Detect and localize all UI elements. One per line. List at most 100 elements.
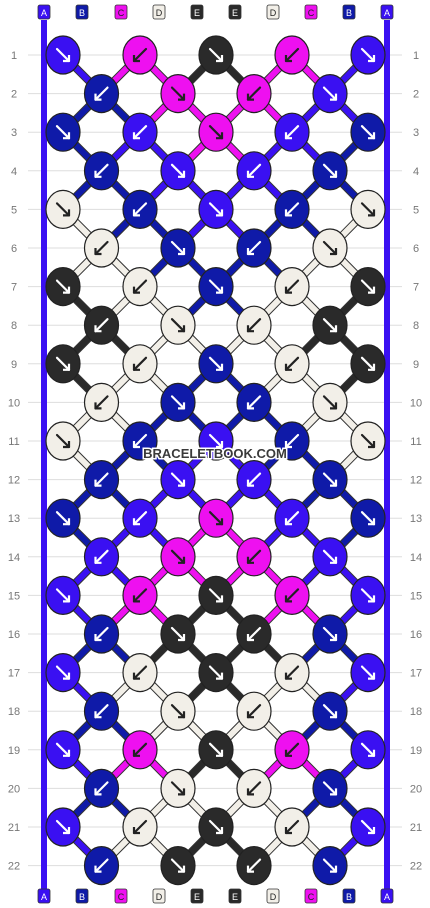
knot [198,35,234,75]
knot [122,344,158,384]
knot-arrow-head [216,441,224,449]
knot-arrow [132,511,148,526]
knot [122,575,158,616]
row-number-left: 18 [8,706,20,718]
knot [83,228,120,268]
string-letter: E [194,8,200,18]
knot-arrow-head [284,363,292,371]
knot-arrow [94,858,109,873]
knot-arrow-head [216,672,224,680]
knot-arrow-head [246,93,254,101]
row-number-left: 3 [11,127,17,139]
string-letter: B [346,8,352,18]
string-swatch [37,888,51,904]
string-label-bottom: C [114,888,128,904]
knot-arrow-head [368,749,376,757]
knot-arrow [360,202,376,217]
knot-arrow-head [63,672,71,680]
string-label-top: C [114,4,128,20]
row-number-left: 14 [8,552,20,564]
knot-arrow-head [63,441,71,449]
string-swatch [380,888,394,904]
knot-arrow-head [178,248,186,256]
knot [122,807,158,847]
row-number-left: 22 [8,861,20,873]
knot-arrow-head [132,441,140,449]
knot-arrow-head [330,325,338,333]
string-label-top: B [342,4,356,20]
knot-arrow [322,395,338,410]
knot-arrow [246,163,262,178]
knot-arrow-head [246,788,254,796]
knot [198,730,234,770]
knot-arrow-head [132,209,140,217]
knot-arrow [132,588,148,603]
knot-arrow-head [178,788,186,796]
string-label-top: A [37,4,51,20]
knot-arrow-head [132,672,140,680]
knot [350,189,386,229]
knot [45,267,81,307]
knot-arrow-head [368,827,376,835]
knot [312,382,348,422]
knot-arrow-head [63,749,71,757]
knot [83,73,120,114]
knot-arrow-head [216,363,224,371]
row-number-right: 11 [410,436,421,448]
knot [350,807,386,847]
knot-arrow [360,665,376,680]
knot-arrow [55,588,71,603]
knot [198,498,234,538]
string-letter: E [194,892,200,902]
knot [83,151,120,191]
knot [198,652,234,693]
knot-arrow [246,86,262,101]
knot [198,189,234,229]
knot [160,614,196,654]
knot-arrow [94,704,109,719]
knot-arrow [246,318,262,333]
string-swatch [152,4,166,20]
knot [122,498,158,538]
knot-arrow [55,202,71,217]
knot-arrow [55,433,71,449]
knot-arrow [132,819,148,835]
knot-arrow [55,356,71,371]
knot-arrow [322,626,338,642]
knot [236,537,272,577]
knot-arrow [132,47,148,63]
row-number-left: 19 [8,745,20,757]
string-label-bottom: E [228,888,242,904]
knot-arrow-head [94,325,102,333]
knot-arrow-head [132,518,140,526]
knot [236,691,272,731]
knot-arrow-head [368,363,376,371]
row-number-right: 12 [410,475,422,487]
string-letter: B [79,8,85,18]
knot-arrow-head [94,634,102,642]
string-label-bottom: B [75,888,89,904]
knot-arrow-head [132,55,140,63]
knot [83,305,120,345]
string-label-bottom: B [342,888,356,904]
knot-arrow [170,704,186,719]
knot-arrow-head [246,479,254,487]
row-number-right: 1 [413,50,419,62]
string-letter: A [384,8,390,18]
knot-arrow-head [330,634,338,642]
knot [122,730,158,770]
knot-arrow-head [132,749,140,757]
knot-arrow [360,279,376,294]
knot-arrow [284,742,300,757]
knot [45,730,81,770]
knot-arrow-head [246,402,254,410]
knot [160,845,196,886]
row-number-left: 13 [8,513,20,525]
string-swatch [190,888,204,904]
knot-arrow [55,279,71,294]
knot-arrow-head [63,55,71,63]
knot-arrow-head [63,286,71,294]
knot-arrow [360,742,376,757]
string-swatch [190,4,204,20]
